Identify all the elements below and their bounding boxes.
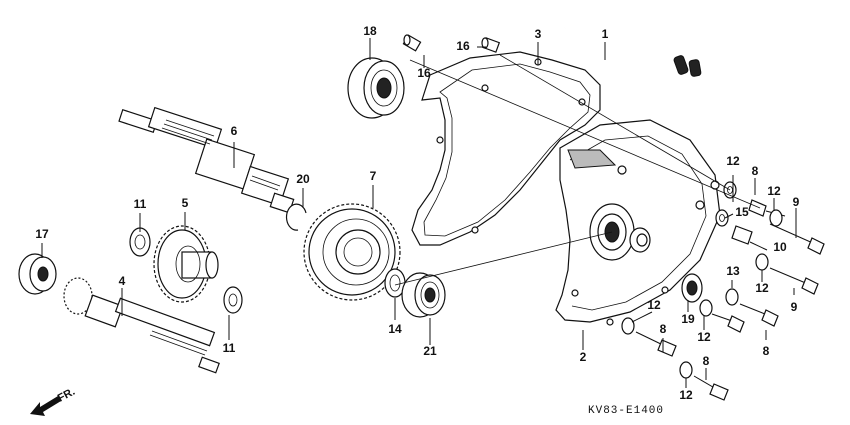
bearing-18 xyxy=(347,57,405,119)
leader-lines xyxy=(41,38,797,388)
bolt-8-b xyxy=(739,303,779,327)
bearing-21 xyxy=(401,272,446,318)
circlip-20 xyxy=(285,203,307,231)
washer-12-d xyxy=(699,299,713,317)
callout-8b: 8 xyxy=(660,322,667,336)
washer-13 xyxy=(725,288,739,306)
bolt-9-b xyxy=(769,267,819,295)
callout-2: 2 xyxy=(580,350,587,364)
callout-11b: 11 xyxy=(223,341,236,355)
dowel-pin-16a xyxy=(402,34,422,52)
washer-12-f xyxy=(679,361,693,379)
transmission-gasket xyxy=(411,51,601,246)
callout-11a: 11 xyxy=(134,197,147,211)
callout-9a: 9 xyxy=(793,195,800,209)
washer-15 xyxy=(715,209,729,227)
washer-11-lower xyxy=(223,286,243,314)
breather-tube xyxy=(564,23,702,77)
bolt-8-e xyxy=(693,375,729,401)
callout-3: 3 xyxy=(535,27,542,41)
bolt-8-c xyxy=(711,313,745,333)
callout-8a: 8 xyxy=(752,164,759,178)
transmission-cover xyxy=(555,119,721,326)
callout-6: 6 xyxy=(231,124,238,138)
callout-13: 13 xyxy=(726,264,740,278)
callout-14: 14 xyxy=(388,322,402,336)
callout-21: 21 xyxy=(423,344,437,358)
callout-labels: 1 2 3 4 5 6 7 8 9 10 11 11 12 12 12 12 1… xyxy=(35,24,799,402)
washer-11-upper xyxy=(129,227,151,257)
callout-9b: 9 xyxy=(791,300,798,314)
callout-15: 15 xyxy=(735,205,749,219)
front-direction-indicator: FR. xyxy=(30,386,77,416)
bolt-9-a xyxy=(769,223,825,255)
callout-20: 20 xyxy=(296,172,310,186)
callout-12b: 12 xyxy=(767,184,781,198)
alignment-lines xyxy=(394,54,761,286)
front-arrow-icon xyxy=(30,396,61,416)
countershaft-gear-5 xyxy=(153,225,219,303)
callout-12e: 12 xyxy=(697,330,711,344)
final-gear-7 xyxy=(303,203,401,301)
callout-17: 17 xyxy=(35,227,49,241)
drain-bolt-10 xyxy=(731,225,753,245)
callout-12a: 12 xyxy=(726,154,740,168)
callout-16a: 16 xyxy=(456,39,470,53)
washer-12-c xyxy=(755,253,769,271)
callout-18: 18 xyxy=(363,24,377,38)
callout-12f: 12 xyxy=(679,388,693,402)
front-label: FR. xyxy=(56,386,77,405)
callout-19: 19 xyxy=(681,312,695,326)
bearing-17 xyxy=(18,253,57,295)
diagram-code: KV83-E1400 xyxy=(588,405,664,417)
callout-4: 4 xyxy=(119,274,126,288)
callout-7: 7 xyxy=(370,169,377,183)
callout-8d: 8 xyxy=(763,344,770,358)
dowel-pin-16b xyxy=(481,37,501,53)
final-shaft-6 xyxy=(118,106,295,214)
callout-8c: 8 xyxy=(703,354,710,368)
callout-10: 10 xyxy=(773,240,787,254)
callout-12c: 12 xyxy=(755,281,769,295)
washer-12-e xyxy=(621,317,635,335)
oil-seal-19 xyxy=(681,273,703,303)
callout-5: 5 xyxy=(182,196,189,210)
callout-16b: 16 xyxy=(417,66,431,80)
drive-shaft-4 xyxy=(63,277,220,374)
callout-1: 1 xyxy=(602,27,609,41)
bolt-8-d xyxy=(635,331,677,357)
callout-12d: 12 xyxy=(647,298,661,312)
washer-12-b xyxy=(769,209,783,227)
